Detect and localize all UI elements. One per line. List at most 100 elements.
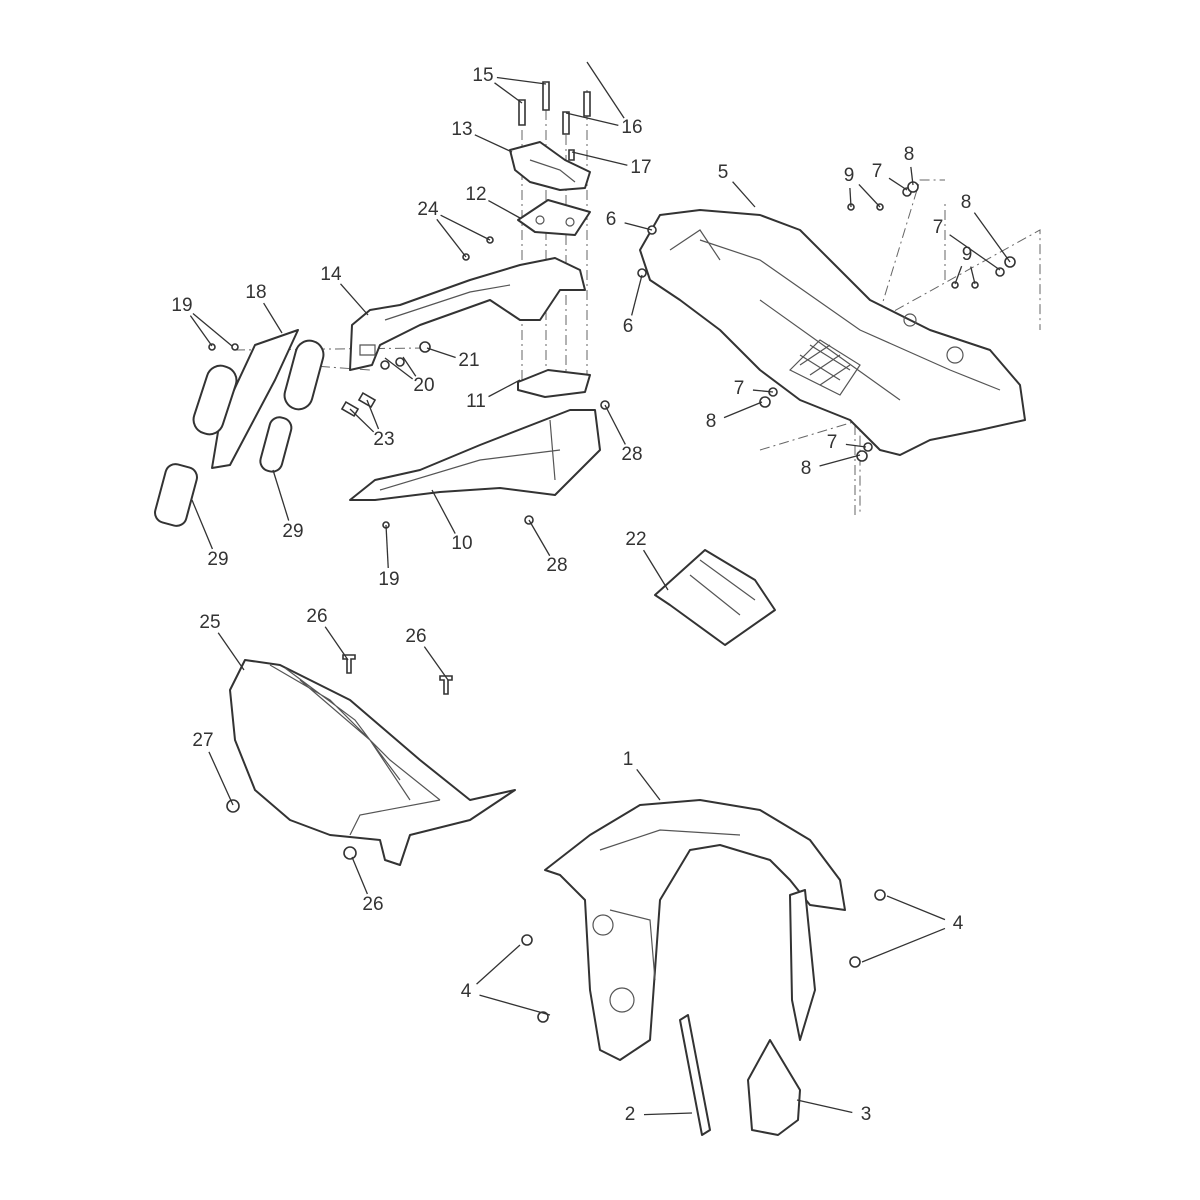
callout-15: 15 [472,65,493,86]
callout-10: 10 [451,533,472,554]
leader-line-15 [496,76,547,85]
leader-line-26 [423,646,449,681]
callout-27: 27 [192,730,213,751]
leader-line-16 [565,112,619,126]
callout-14: 14 [320,264,342,285]
leader-line-4 [479,994,551,1016]
leader-line-23 [349,408,375,433]
callout-8: 8 [706,411,717,432]
callout-21: 21 [458,350,479,371]
leader-line-2 [643,1112,693,1116]
callout-5: 5 [718,162,729,183]
part-13-bracket [509,141,591,191]
leader-line-29 [191,499,214,550]
leader-line-18 [263,302,283,334]
leader-line-19 [189,315,213,347]
callout-13: 13 [451,119,472,140]
callout-29: 29 [282,521,303,542]
assembly-lines [234,90,1041,515]
leader-line-24 [436,218,467,258]
leader-line-9 [858,184,881,208]
part-1-front-mudguard [521,799,886,1061]
callout-29: 29 [207,549,228,570]
leader-line-7 [752,389,774,393]
leader-line-21 [426,347,456,359]
leader-line-1 [636,768,661,801]
leader-line-8 [910,166,914,186]
part-3-cover [747,1039,801,1136]
leader-line-20 [384,357,414,380]
leader-line-4 [886,895,946,921]
leader-line-26 [351,856,368,895]
callout-19: 19 [171,295,192,316]
callout-26: 26 [306,606,327,627]
leader-line-4 [476,944,521,985]
leader-line-3 [796,1099,853,1114]
leader-line-7 [949,234,1001,271]
leader-line-16 [586,61,625,119]
part-2-bracket [679,1014,711,1136]
leader-line-8 [973,212,1011,263]
callout-7: 7 [827,432,838,453]
callout-26: 26 [362,894,383,915]
leader-line-17 [571,151,628,166]
callout-7: 7 [734,378,745,399]
part-22-cover [654,549,776,646]
bolts-15-16-17 [518,81,591,161]
callout-28: 28 [621,444,642,465]
leader-line-4 [861,927,946,963]
leader-line-13 [474,134,513,153]
callout-labels: 1516131712241419182120231128101928292956… [171,65,972,1125]
callout-8: 8 [801,458,812,479]
callout-22: 22 [625,529,646,550]
callout-16: 16 [621,117,642,138]
callout-8: 8 [904,144,915,165]
leader-line-6 [624,222,653,231]
callout-20: 20 [413,375,434,396]
callout-2: 2 [625,1104,636,1125]
part-25-rear-hugger [226,654,516,866]
leader-line-9 [849,187,852,208]
leader-line-7 [845,443,867,448]
leader-line-7 [888,177,908,191]
leader-line-25 [217,632,245,671]
callout-1: 1 [623,749,634,770]
leader-line-28 [604,404,626,445]
leader-line-23 [366,399,380,430]
callout-6: 6 [623,316,634,337]
callout-23: 23 [373,429,394,450]
leader-line-29 [272,469,290,521]
leader-line-19 [385,524,389,569]
leader-lines [189,61,1011,1116]
leader-line-9 [970,266,976,285]
leader-line-19 [192,312,233,347]
leader-line-15 [494,82,523,104]
part-23-clips [340,391,377,418]
part-11-plate [517,369,591,398]
leader-line-22 [642,549,669,591]
callout-19: 19 [378,569,399,590]
part-5-rear-undertray [639,209,1026,456]
part-29-reflectors [154,416,293,527]
part-10-lower-arm [349,400,610,529]
callout-28: 28 [546,555,567,576]
leader-line-14 [340,283,369,316]
callout-4: 4 [953,913,964,934]
part-14-arm [349,236,586,371]
leader-line-9 [954,265,963,285]
part-18-plate-holder [192,329,325,469]
leader-line-20 [402,356,417,377]
callout-7: 7 [933,217,944,238]
callout-3: 3 [861,1104,872,1125]
leader-line-8 [723,401,763,419]
leader-line-10 [431,489,456,534]
callout-6: 6 [606,209,617,230]
leader-line-8 [819,454,861,467]
leader-line-27 [208,751,234,806]
leader-line-24 [440,214,491,241]
callout-8: 8 [961,192,972,213]
leader-line-12 [488,199,521,219]
leader-line-28 [528,519,551,557]
